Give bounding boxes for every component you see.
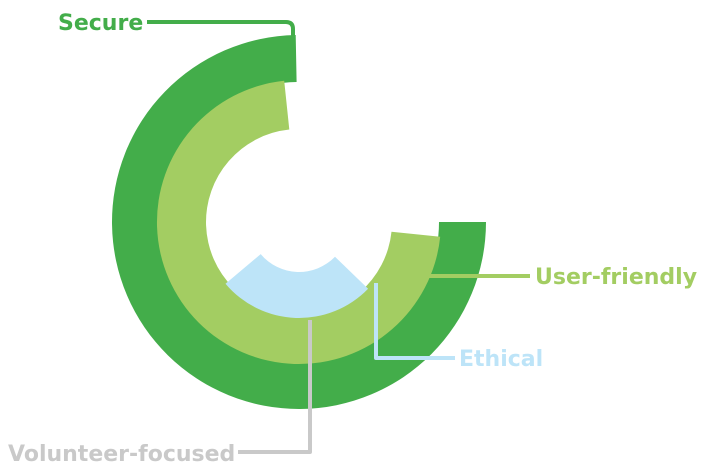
volunteer-focused-label: Volunteer-focused xyxy=(8,442,235,467)
ethical-ring xyxy=(225,254,369,319)
ethical-leader-line xyxy=(374,283,455,360)
volunteer-focused-leader-line xyxy=(238,320,312,454)
ethical-label: Ethical xyxy=(459,347,543,372)
user-friendly-ring xyxy=(156,80,441,365)
user-friendly-leader-line xyxy=(407,240,530,278)
user-friendly-label: User-friendly xyxy=(535,265,697,290)
secure-leader-line xyxy=(147,20,295,37)
secure-label: Secure xyxy=(58,11,143,36)
